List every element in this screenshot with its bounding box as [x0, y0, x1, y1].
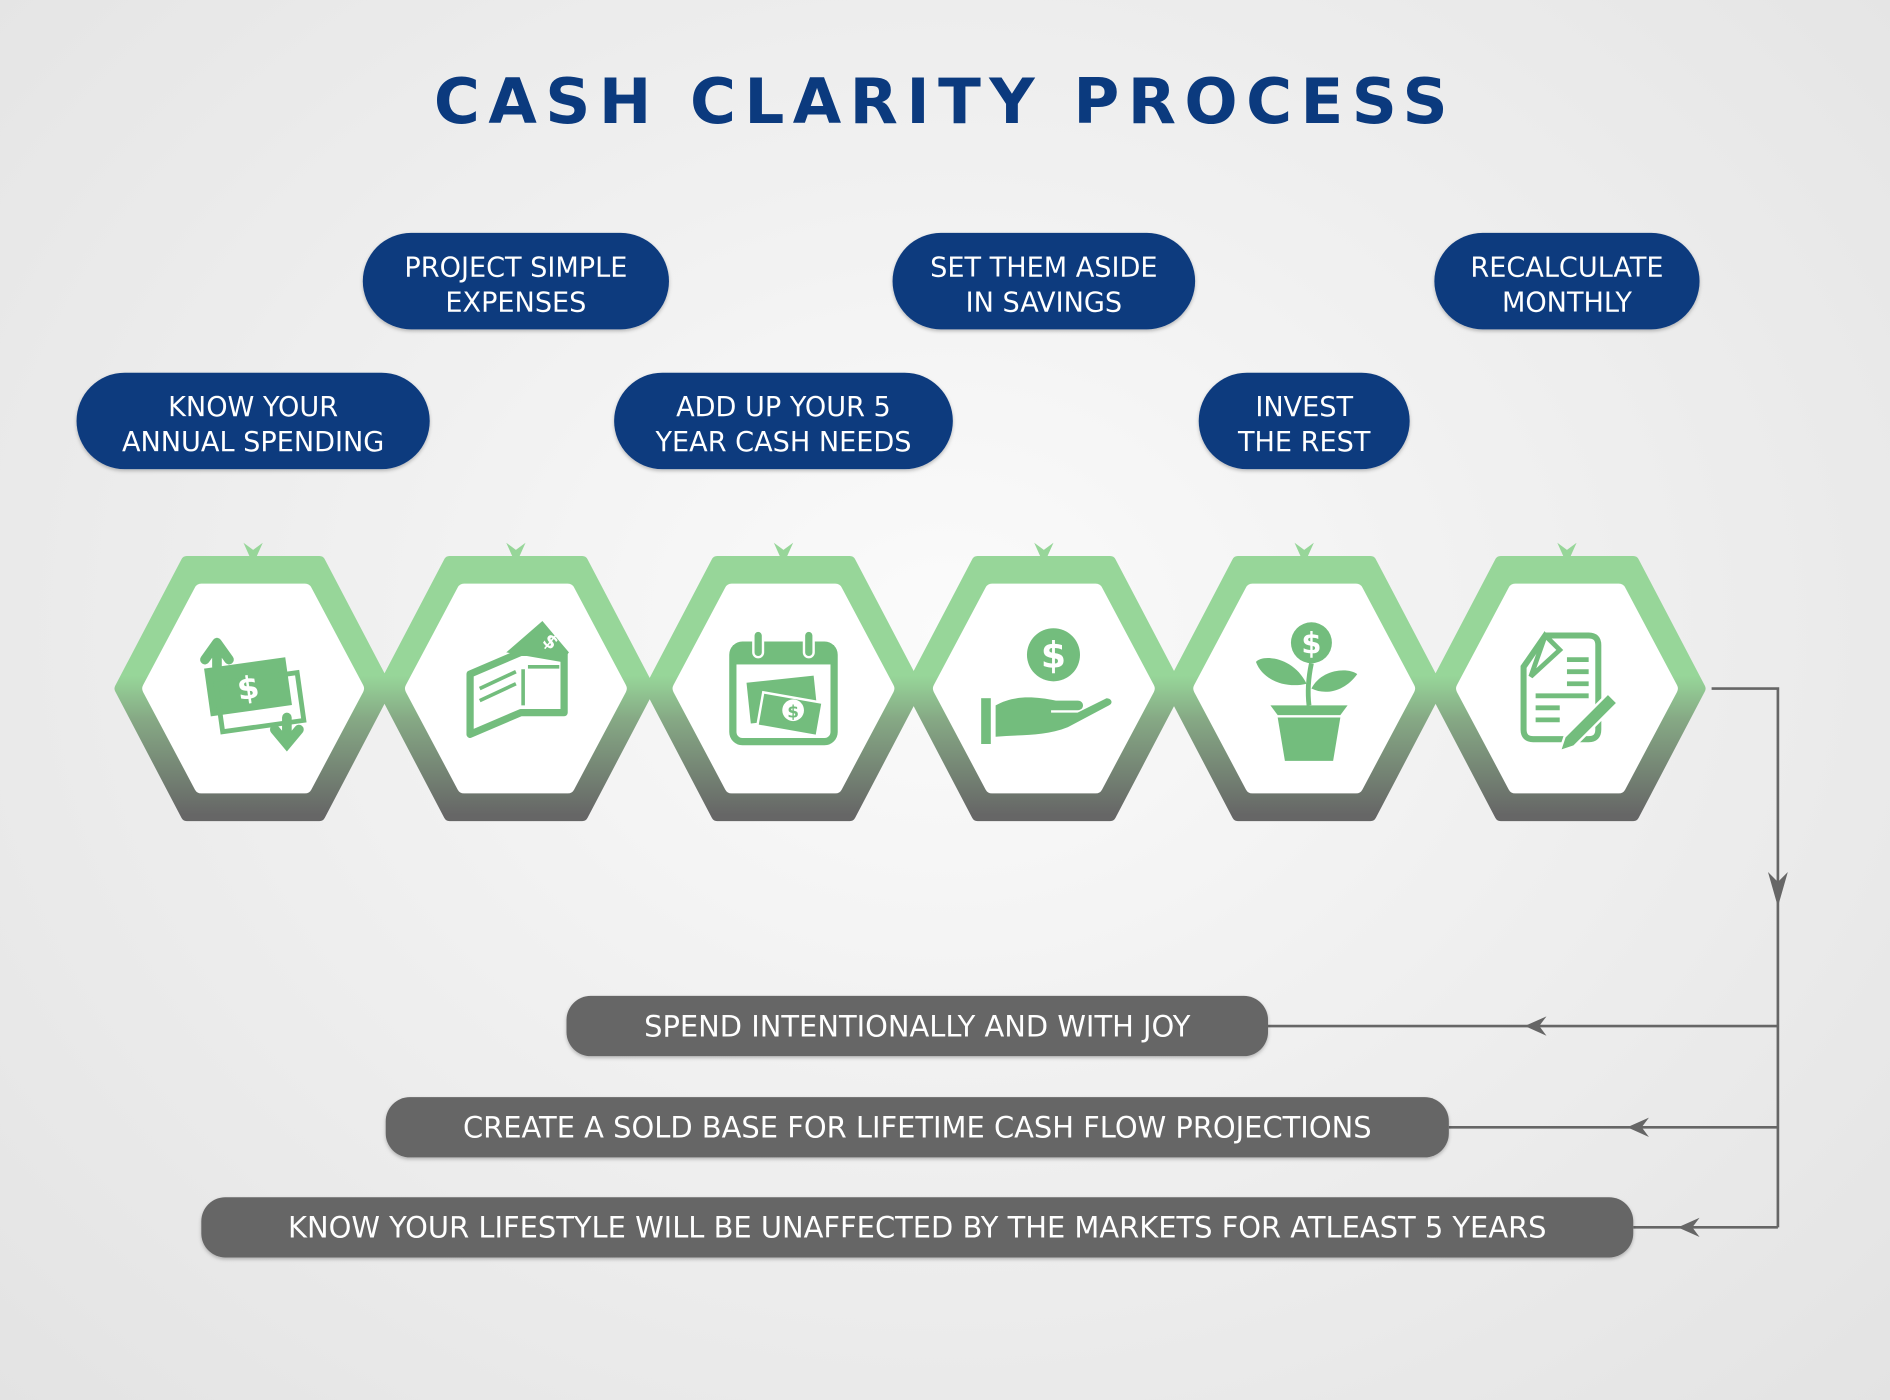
document-edit-icon [1520, 631, 1620, 754]
step-label-pill: SET THEM ASIDE IN SAVINGS [892, 232, 1196, 330]
hex-inner [405, 583, 627, 794]
process-step: KNOW YOUR ANNUAL SPENDING $ [76, 372, 430, 822]
step-label-line1: KNOW YOUR [168, 392, 338, 423]
step-label-pill: RECALCULATE MONTHLY [1434, 232, 1700, 330]
step-label-line2: MONTHLY [1502, 287, 1632, 318]
outcome-arrow-icon [1677, 1217, 1700, 1237]
hex-inner [932, 583, 1155, 794]
step-arrow-icon [773, 542, 794, 565]
step-pill-bg [1198, 372, 1410, 470]
process-step: SET THEM ASIDE IN SAVINGS $ [892, 232, 1196, 822]
hex-inner [1193, 583, 1416, 794]
step-pill-bg [614, 372, 953, 470]
outcomes-layer: SPEND INTENTIONALLY AND WITH JOY CREATE A… [201, 995, 1778, 1258]
hex-inner [1456, 583, 1678, 794]
step-label-line2: IN SAVINGS [966, 287, 1122, 318]
svg-text:$: $ [787, 701, 799, 721]
process-step: PROJECT SIMPLE EXPENSES $ [362, 232, 669, 822]
money-up-down-icon: $ [200, 637, 307, 752]
step-arrow-icon [1034, 542, 1054, 565]
step-label-line2: EXPENSES [445, 287, 586, 318]
hand-coin-icon: $ [981, 628, 1112, 744]
step-label-line1: INVEST [1255, 392, 1353, 423]
step-label-line1: PROJECT SIMPLE [404, 252, 627, 283]
outcome-label: SPEND INTENTIONALLY AND WITH JOY [644, 1009, 1191, 1043]
svg-text:$: $ [1301, 627, 1321, 661]
outcome-label: KNOW YOUR LIFESTYLE WILL BE UNAFFECTED B… [288, 1211, 1547, 1245]
steps-layer: KNOW YOUR ANNUAL SPENDING $ PROJECT SIMPLE E… [76, 232, 1706, 822]
outcome-arrow-icon [1627, 1117, 1649, 1137]
outcome-connector [1711, 687, 1788, 1228]
connector-line [1711, 687, 1780, 1228]
step-label-pill: KNOW YOUR ANNUAL SPENDING [76, 372, 430, 470]
wallet-icon: $ [466, 621, 569, 738]
outcome-arrow-icon [1524, 1016, 1547, 1036]
step-arrow-icon [1294, 542, 1314, 565]
step-pill-bg [892, 232, 1196, 330]
outcome-pill-bg [201, 1197, 1634, 1258]
step-label-line2: YEAR CASH NEEDS [654, 427, 911, 458]
step-label-pill: INVEST THE REST [1198, 372, 1410, 470]
outcome-item: CREATE A SOLD BASE FOR LIFETIME CASH FLO… [385, 1097, 1778, 1158]
svg-text:$: $ [235, 670, 262, 709]
connector-arrow-down [1767, 872, 1788, 907]
step-label-line1: RECALCULATE [1470, 252, 1663, 283]
process-step: INVEST THE REST $ [1165, 372, 1443, 822]
step-arrow-icon [243, 542, 263, 565]
step-pill-bg [76, 372, 430, 470]
outcome-item: SPEND INTENTIONALLY AND WITH JOY [566, 995, 1778, 1057]
step-label-line1: SET THEM ASIDE [930, 252, 1157, 283]
calendar-money-icon: $ [729, 629, 838, 746]
step-label-pill: ADD UP YOUR 5 YEAR CASH NEEDS [614, 372, 953, 470]
outcome-pill-bg [385, 1097, 1449, 1158]
step-label-pill: PROJECT SIMPLE EXPENSES [362, 232, 669, 330]
process-step: ADD UP YOUR 5 YEAR CASH NEEDS $ [614, 372, 953, 822]
step-pill-bg [362, 232, 669, 330]
money-plant-icon: $ [1255, 622, 1358, 761]
step-label-line2: ANNUAL SPENDING [122, 427, 384, 458]
step-arrow-icon [506, 542, 526, 565]
svg-text:$: $ [1041, 634, 1066, 677]
page-title: CASH CLARITY PROCESS [434, 65, 1456, 138]
process-step: RECALCULATE MONTHLY [1428, 232, 1706, 822]
step-label-line1: ADD UP YOUR 5 [676, 392, 891, 423]
outcome-pill-bg [566, 995, 1269, 1057]
step-arrow-icon [1557, 542, 1577, 565]
outcome-item: KNOW YOUR LIFESTYLE WILL BE UNAFFECTED B… [201, 1197, 1778, 1258]
outcome-label: CREATE A SOLD BASE FOR LIFETIME CASH FLO… [463, 1111, 1372, 1145]
step-pill-bg [1434, 232, 1700, 330]
step-label-line2: THE REST [1237, 427, 1371, 458]
